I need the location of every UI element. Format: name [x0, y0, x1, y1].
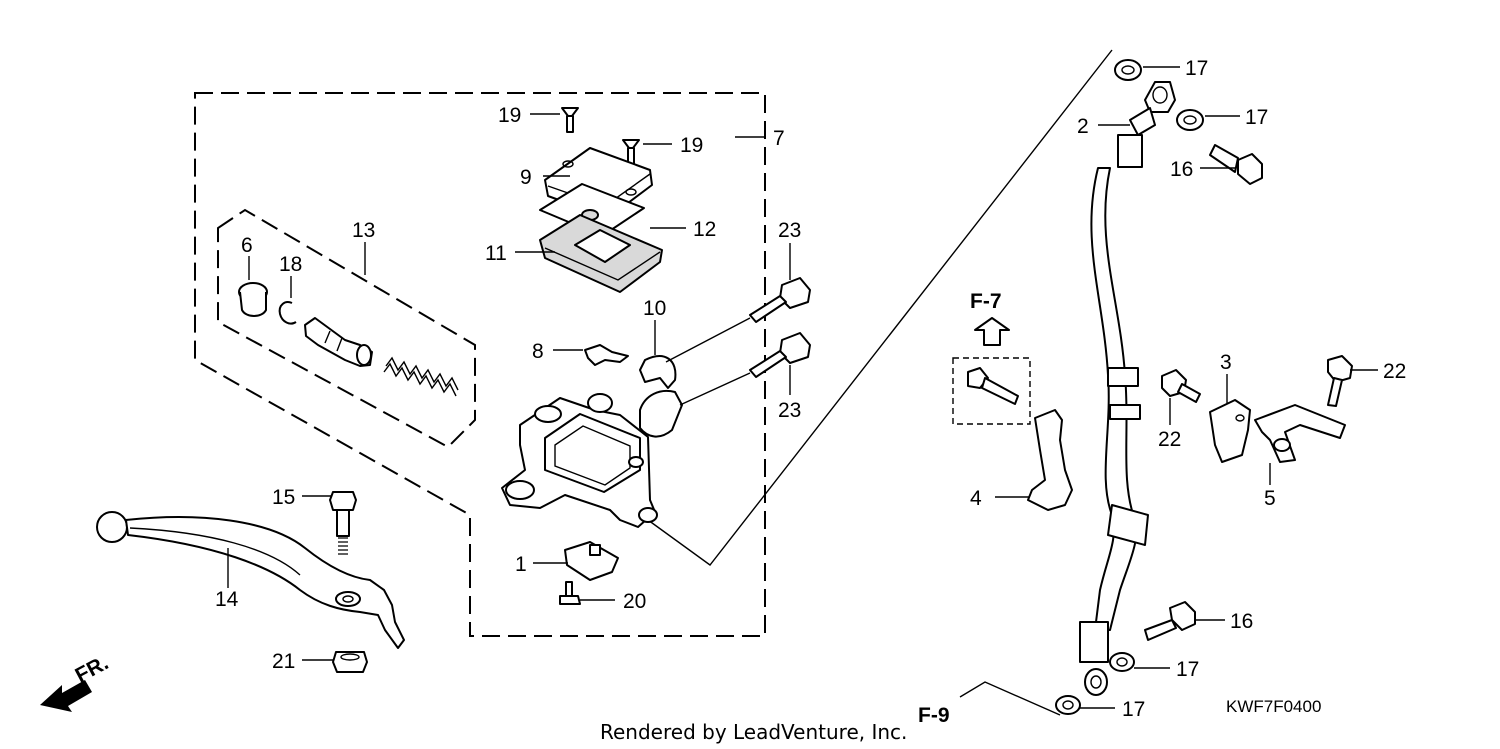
hose-guide-line — [647, 49, 1113, 566]
callout-22b: 22 — [1383, 360, 1406, 383]
callout-11: 11 — [485, 242, 507, 265]
callout-4: 4 — [970, 487, 982, 510]
cap-screws — [561, 107, 640, 165]
callout-9: 9 — [520, 166, 532, 189]
callout-17c: 17 — [1176, 658, 1199, 681]
diaphragm — [539, 214, 663, 293]
callout-17a: 17 — [1185, 57, 1208, 80]
drawing-code: KWF7F0400 — [1226, 697, 1321, 716]
bracket-bolts-22 — [1161, 355, 1353, 407]
holder-bolts — [749, 277, 811, 378]
oil-bolts — [1144, 144, 1263, 641]
callout-15: 15 — [272, 486, 295, 509]
callout-6: 6 — [241, 234, 253, 257]
bracket-dashed-box — [952, 357, 1031, 425]
kit-13-dashed-box — [217, 208, 476, 449]
callout-3: 3 — [1220, 351, 1232, 374]
leader-lines — [227, 66, 1378, 709]
boot — [238, 282, 268, 317]
callout-19a: 19 — [498, 104, 521, 127]
brake-switch — [564, 541, 619, 581]
ref-front: FR. — [72, 651, 113, 687]
callout-8: 8 — [532, 340, 544, 363]
sealing-washers — [1055, 59, 1204, 715]
callout-21: 21 — [272, 650, 295, 673]
switch-screw — [559, 581, 581, 605]
f9-guide-line — [959, 681, 1061, 716]
holder — [639, 355, 683, 438]
callout-5: 5 — [1264, 487, 1276, 510]
callout-13: 13 — [352, 219, 375, 242]
callout-17b: 17 — [1245, 106, 1268, 129]
callout-2: 2 — [1077, 115, 1089, 138]
callout-14: 14 — [215, 588, 239, 611]
callout-16a: 16 — [1170, 158, 1193, 181]
callout-19b: 19 — [680, 134, 703, 157]
brake-hose — [1079, 81, 1176, 696]
callout-22a: 22 — [1158, 428, 1181, 451]
render-credit: Rendered by LeadVenture, Inc. — [600, 720, 907, 744]
ref-f9: F-9 — [918, 704, 950, 727]
master-cylinder-body — [501, 393, 658, 528]
circlip — [278, 301, 297, 325]
ref-f7: F-7 — [970, 290, 1002, 313]
spring — [383, 356, 459, 397]
hose-clamp-4 — [1027, 409, 1073, 511]
assembly-7-dashed-box — [194, 92, 766, 637]
callout-20: 20 — [623, 590, 646, 613]
callout-18: 18 — [279, 253, 302, 276]
callout-17d: 17 — [1122, 698, 1145, 721]
hose-clamp-3 — [1209, 399, 1251, 463]
callout-23b: 23 — [778, 399, 801, 422]
bracket-bolt-reference — [967, 367, 1019, 405]
bracket-5 — [1254, 404, 1346, 463]
pivot-nut — [332, 651, 368, 673]
pivot-bolt — [329, 491, 357, 555]
callout-10: 10 — [643, 297, 666, 320]
callout-1: 1 — [515, 553, 527, 576]
callout-7: 7 — [773, 127, 785, 150]
piston — [304, 317, 373, 367]
clip — [584, 344, 629, 366]
callout-23a: 23 — [778, 219, 801, 242]
callout-12: 12 — [693, 218, 716, 241]
brake-lever — [96, 511, 405, 649]
callout-16b: 16 — [1230, 610, 1253, 633]
front-arrow — [40, 680, 92, 712]
f7-arrow — [974, 317, 1010, 346]
